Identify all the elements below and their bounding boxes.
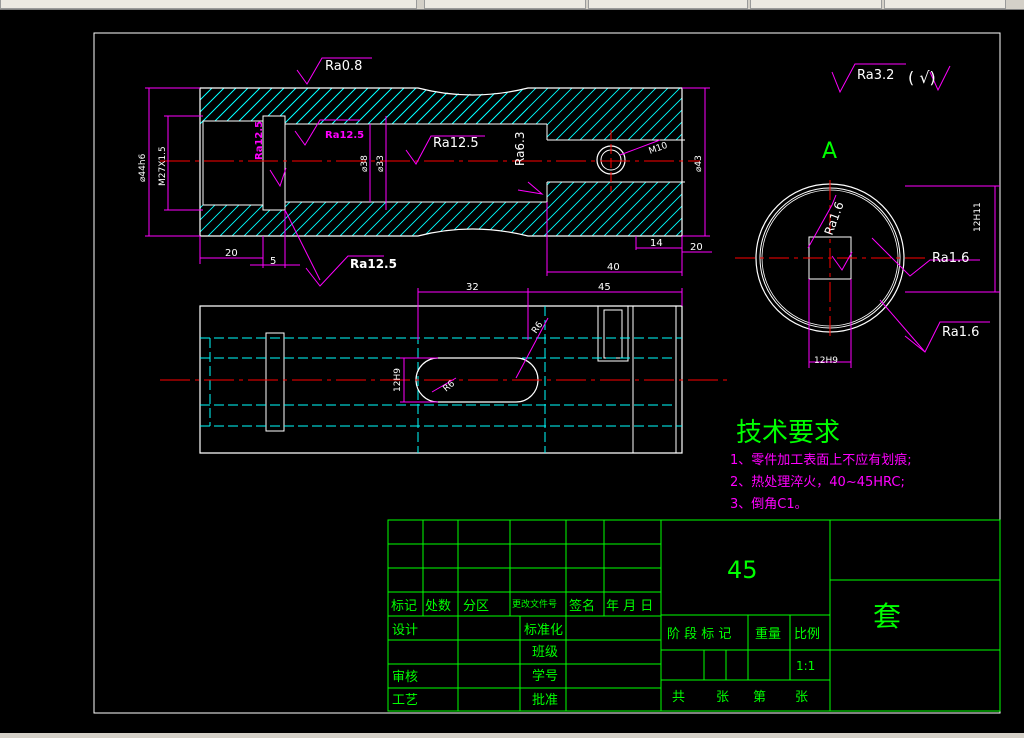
dim-d33: ⌀33 bbox=[376, 155, 386, 172]
roughness-ra125-inner: Ra12.5 bbox=[325, 130, 364, 141]
dim-m27: M27X1.5 bbox=[158, 146, 168, 186]
roughness-ra125-groove: Ra12.5 bbox=[254, 121, 265, 160]
title-block: 45 套 标记 处数 分区 更改文件号 签名 年 月 日 设计 标准化 班级 审… bbox=[387, 519, 1001, 712]
label-no: 第 bbox=[753, 690, 766, 705]
ratio-value: 1:1 bbox=[796, 659, 815, 673]
roughness-ra125-face: Ra12.5 bbox=[350, 257, 397, 271]
label-approve: 批准 bbox=[532, 693, 558, 708]
dim-d38: ⌀38 bbox=[360, 155, 370, 172]
label-change-doc: 更改文件号 bbox=[512, 598, 557, 610]
dim-12h9-key: 12H9 bbox=[814, 356, 838, 366]
section-label: A bbox=[822, 139, 837, 164]
tech-title: 技术要求 bbox=[736, 418, 840, 448]
label-zone: 分区 bbox=[463, 599, 489, 614]
dim-d43: ⌀43 bbox=[694, 155, 704, 172]
dim-40: 40 bbox=[607, 262, 620, 273]
label-weight: 重量 bbox=[755, 626, 781, 642]
roughness-ra63: Ra6.3 bbox=[513, 131, 527, 166]
drawing-frame bbox=[93, 32, 1001, 714]
toolbar-segment[interactable] bbox=[750, 0, 882, 9]
dim-5: 5 bbox=[270, 256, 276, 267]
roughness-ra32-paren: ( √) bbox=[908, 68, 936, 87]
toolbar-segment[interactable] bbox=[588, 0, 748, 9]
dim-r6-slot: R6 bbox=[442, 379, 458, 395]
section-view: Ra0.8 Ra12.5 Ra12.5 Ra12.5 Ra12.5 Ra6.3 … bbox=[138, 57, 712, 287]
label-review: 审核 bbox=[392, 670, 418, 685]
dim-14: 14 bbox=[650, 238, 663, 249]
tech-requirements: 技术要求 1、零件加工表面上不应有划痕; 2、热处理淬火，40~45HRC; 3… bbox=[730, 418, 912, 512]
label-design: 设计 bbox=[392, 623, 418, 638]
roughness-ra125-bore: Ra12.5 bbox=[433, 136, 479, 151]
toolbar-segment[interactable] bbox=[0, 0, 417, 9]
tech-item-2: 2、热处理淬火，40~45HRC; bbox=[730, 475, 905, 490]
label-class: 班级 bbox=[532, 645, 558, 660]
dim-20-left: 20 bbox=[225, 248, 238, 259]
roughness-ra32: Ra3.2 bbox=[857, 68, 894, 83]
dim-r6-top: R6 bbox=[530, 320, 545, 336]
roughness-ra16-key: Ra1.6 bbox=[822, 200, 847, 237]
status-bar bbox=[0, 733, 1024, 738]
material: 45 bbox=[727, 556, 758, 584]
label-count: 处数 bbox=[425, 599, 451, 614]
label-total: 共 bbox=[672, 690, 685, 705]
label-student-id: 学号 bbox=[532, 668, 558, 684]
roughness-ra16-side: Ra1.6 bbox=[932, 251, 969, 266]
dim-32: 32 bbox=[466, 282, 479, 293]
plan-view: 32 45 R6 R6 12H9 bbox=[160, 282, 730, 454]
roughness-ra16-bottom: Ra1.6 bbox=[942, 325, 979, 340]
dim-20-right: 20 bbox=[690, 242, 703, 253]
label-date: 年 月 日 bbox=[606, 599, 653, 614]
tech-item-3: 3、倒角C1。 bbox=[730, 497, 808, 512]
section-a: A Ra1.6 Ra1.6 Ra1.6 Ra3.2 ( √) 12H9 12H1 bbox=[735, 63, 1000, 368]
dim-d44h6: ⌀44h6 bbox=[138, 153, 148, 182]
part-name: 套 bbox=[873, 600, 901, 633]
dim-12h11: 12H11 bbox=[973, 202, 983, 232]
label-standard: 标准化 bbox=[524, 623, 563, 638]
label-stage: 阶 段 标 记 bbox=[667, 627, 731, 642]
label-signature: 签名 bbox=[569, 598, 595, 614]
label-sheet-2: 张 bbox=[795, 690, 808, 705]
window-toolbar bbox=[0, 0, 1024, 10]
label-process: 工艺 bbox=[392, 693, 418, 708]
dim-12h9-slot: 12H9 bbox=[393, 368, 403, 392]
toolbar-segment[interactable] bbox=[884, 0, 1006, 9]
label-mark: 标记 bbox=[391, 599, 417, 614]
dim-45: 45 bbox=[598, 282, 611, 293]
toolbar-segment[interactable] bbox=[424, 0, 586, 9]
label-ratio: 比例 bbox=[794, 627, 820, 642]
tech-item-1: 1、零件加工表面上不应有划痕; bbox=[730, 452, 912, 468]
roughness-ra08: Ra0.8 bbox=[325, 59, 362, 74]
label-sheet-1: 张 bbox=[716, 690, 729, 705]
